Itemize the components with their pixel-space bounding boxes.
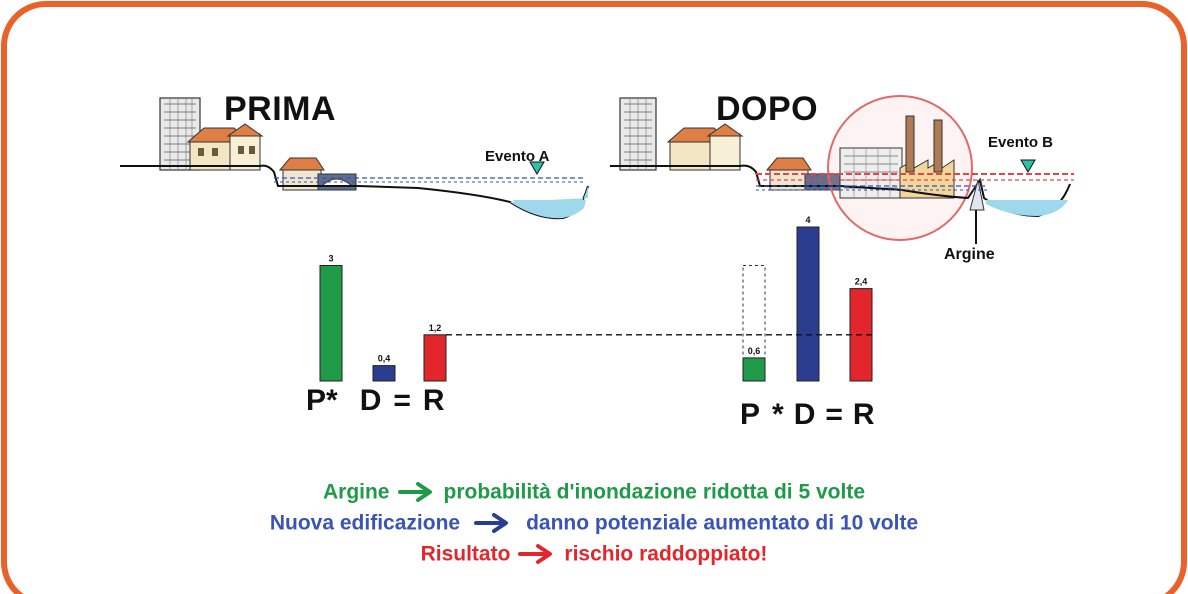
bar-value-label: 4 — [805, 215, 810, 225]
bar-dopo-d — [796, 226, 820, 382]
eq-before-eq: = — [393, 384, 411, 417]
bar-dopo-p — [742, 357, 766, 382]
caption-levee-left: Argine — [322, 480, 390, 504]
caption-levee-right: probabilità d'inondazione ridotta di 5 v… — [443, 480, 866, 504]
eq-after-eq: = — [825, 398, 843, 431]
arrow-right-icon — [474, 513, 509, 534]
event-a-label: Evento A — [485, 148, 550, 165]
bar-value-label: 3 — [328, 254, 333, 264]
caption-levee: Argine probabilità d'inondazione ridotta … — [0, 480, 1188, 504]
eq-after-r: R — [852, 398, 875, 431]
event-b-marker-icon — [1020, 159, 1036, 173]
bar-value-label: 2,4 — [855, 277, 868, 287]
eq-before-p: P* — [306, 384, 338, 417]
river-water-surface — [513, 200, 586, 218]
bar-prima-r — [423, 334, 447, 382]
eq-after-p: P — [740, 398, 761, 431]
bar-prima-d — [372, 365, 396, 382]
caption-result: Risultato rischio raddoppiato! — [0, 542, 1188, 566]
bar-value-label: 1,2 — [429, 323, 442, 333]
previous-value-outline — [742, 265, 766, 382]
scene-before — [120, 97, 589, 220]
event-a-marker-icon — [529, 161, 545, 175]
equation-before: P* D = R — [306, 384, 445, 418]
caption-new-building: Nuova edificazione danno potenziale aumen… — [0, 511, 1188, 535]
levee-label: Argine — [944, 246, 995, 263]
caption-new-building-right: danno potenziale aumentato di 10 volte — [526, 511, 919, 535]
scene-title-before: PRIMA — [224, 90, 337, 128]
bar-value-label: 0,4 — [378, 354, 391, 364]
caption-result-right: rischio raddoppiato! — [564, 542, 768, 566]
eq-after-star: * — [772, 398, 784, 431]
arrow-right-icon — [397, 482, 432, 503]
scene-title-after: DOPO — [716, 90, 819, 128]
eq-after-d: D — [793, 398, 816, 431]
event-b-label: Evento B — [988, 134, 1054, 151]
arrow-right-icon — [518, 544, 553, 565]
bar-value-label: 0,6 — [748, 346, 761, 356]
caption-new-building-left: Nuova edificazione — [269, 511, 461, 535]
caption-result-left: Risultato — [420, 542, 511, 566]
equation-after: P * D = R — [740, 398, 875, 432]
bar-prima-p — [319, 265, 343, 382]
tall-building-icon — [619, 97, 657, 171]
eq-before-r: R — [422, 384, 445, 417]
river-water — [986, 200, 1068, 216]
eq-before-d: D — [359, 384, 382, 417]
scene-after — [610, 95, 1074, 244]
